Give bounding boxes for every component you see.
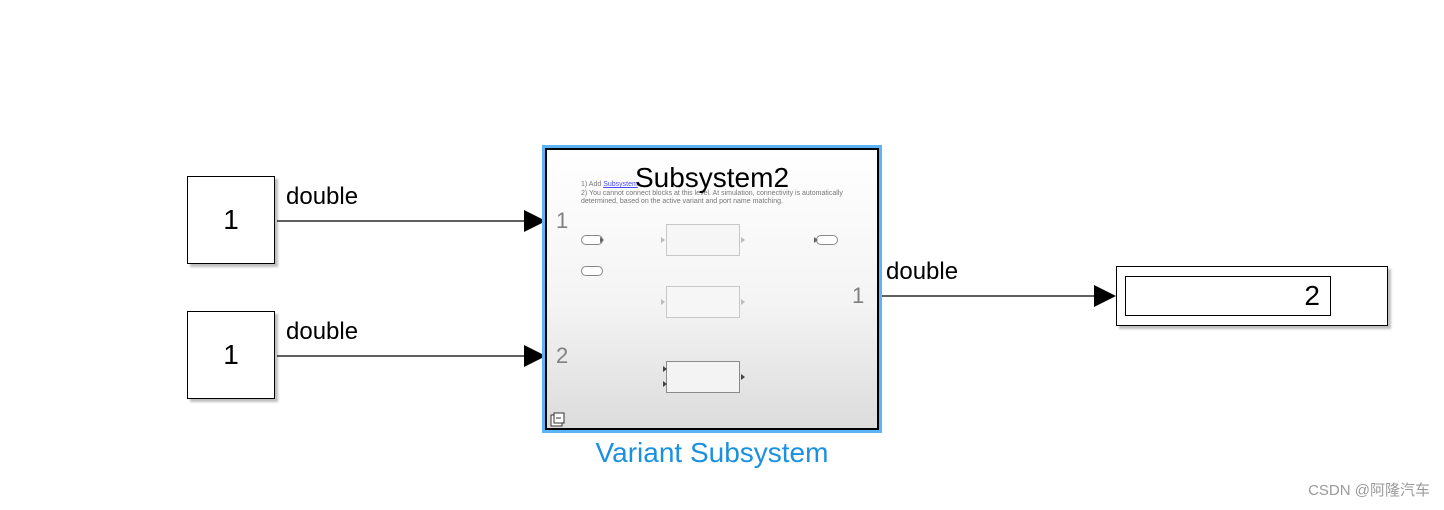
- display-value: 2: [1125, 276, 1331, 316]
- constant-value: 1: [223, 339, 239, 370]
- signal-type-label: double: [886, 258, 959, 285]
- variant-choice-block: [666, 286, 740, 318]
- display-block[interactable]: 2: [1116, 266, 1388, 326]
- constant-value: 1: [223, 204, 239, 235]
- note-line-3: determined, based on the active variant …: [581, 198, 783, 205]
- wire-out1-to-display[interactable]: [879, 285, 1116, 307]
- arrowhead-icon: [1094, 285, 1116, 307]
- output-port-1-label: 1: [852, 283, 865, 308]
- variant-choice-block: [666, 224, 740, 256]
- note-link[interactable]: Subsystem: [603, 181, 638, 188]
- signal-type-label: double: [286, 183, 359, 210]
- inner-port-arrows: [600, 237, 818, 387]
- wire-const1-to-in1[interactable]: [277, 210, 546, 232]
- signal-type-label: double: [286, 318, 359, 345]
- variant-badge-icon: [550, 412, 565, 427]
- note-prefix: 1) Add: [581, 181, 604, 188]
- note-line-2: 2) You cannot connect blocks at this lev…: [581, 189, 843, 197]
- selection-highlight: [542, 145, 882, 433]
- watermark: CSDN @阿隆汽车: [1308, 482, 1430, 499]
- input-port-1-label: 1: [556, 208, 569, 233]
- variant-note: 1) Add Subsystem 2) You cannot connect b…: [581, 181, 861, 207]
- subsystem-block-name[interactable]: Variant Subsystem: [595, 437, 829, 468]
- arrowhead-icon: [524, 210, 546, 232]
- input-port-2-label: 2: [556, 343, 569, 368]
- inport-pill-icon: [581, 266, 603, 276]
- constant-block-2[interactable]: 1: [187, 311, 275, 399]
- wire-const2-to-in2[interactable]: [277, 345, 546, 367]
- constant-block-1[interactable]: 1: [187, 176, 275, 264]
- arrowhead-icon: [524, 345, 546, 367]
- subsystem-title: Subsystem2: [634, 162, 790, 193]
- variant-subsystem-block[interactable]: 1) Add Subsystem 2) You cannot connect b…: [545, 148, 879, 430]
- variant-choice-block-active: [666, 361, 740, 393]
